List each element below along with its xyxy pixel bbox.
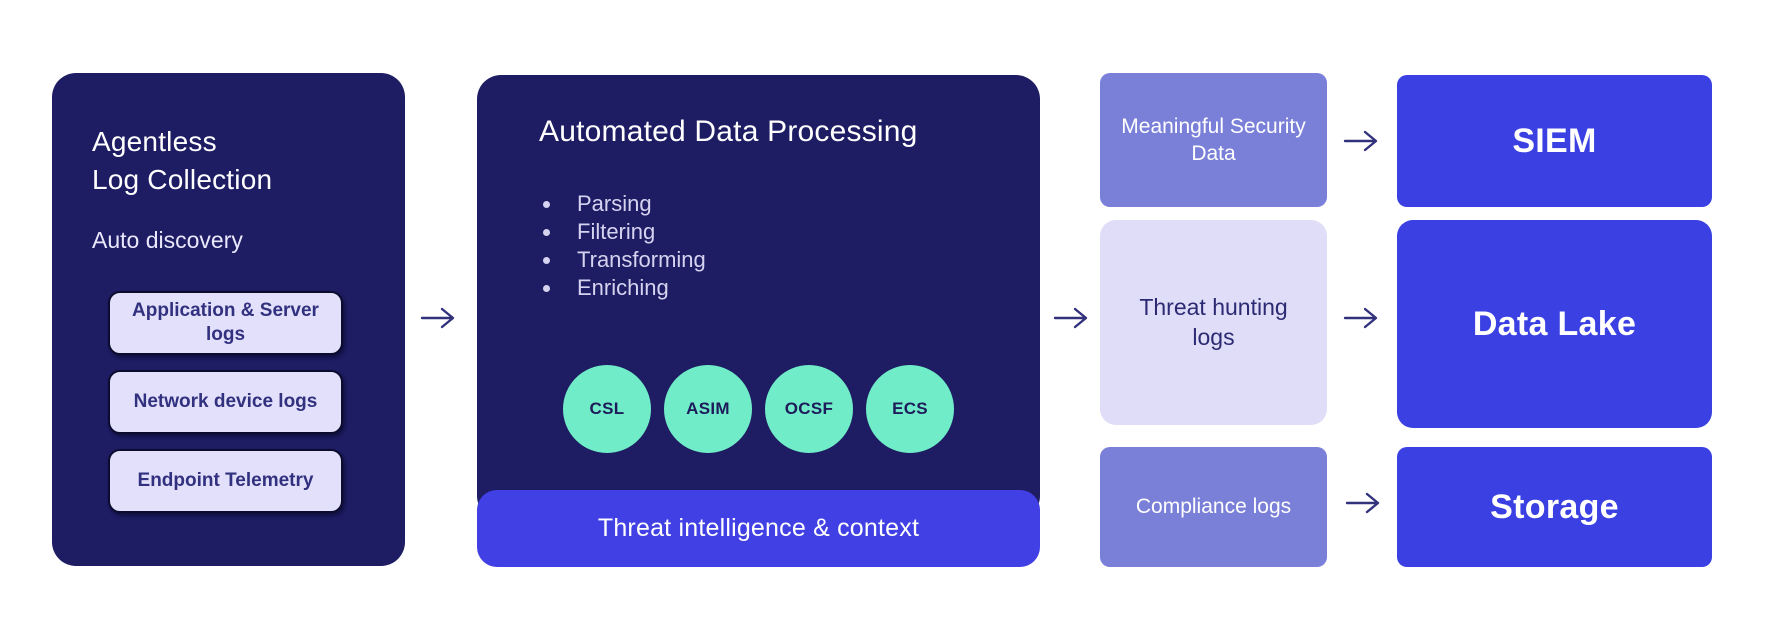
source-chip-application-server-logs: Application & Server logs [108, 291, 343, 355]
collection-title: Agentless Log Collection [92, 123, 272, 199]
schema-circle-ecs: ECS [866, 365, 954, 453]
processing-step: Enriching [543, 277, 706, 299]
bullet-dot-icon [543, 228, 550, 236]
processing-step-label: Parsing [577, 191, 652, 216]
destination-box-storage: Storage [1397, 447, 1712, 567]
destination-box-data-lake: Data Lake [1397, 220, 1712, 428]
collection-title-line2: Log Collection [92, 164, 273, 195]
destination-box-siem: SIEM [1397, 75, 1712, 207]
schema-circle-row: CSL ASIM OCSF ECS [477, 365, 1040, 453]
bullet-dot-icon [543, 284, 550, 292]
bullet-dot-icon [543, 200, 550, 208]
processing-step-list: Parsing Filtering Transforming Enriching [543, 193, 706, 299]
collection-title-line1: Agentless [92, 126, 217, 157]
agentless-log-collection-box: Agentless Log Collection Auto discovery … [52, 73, 405, 566]
threat-intelligence-banner: Threat intelligence & context [477, 490, 1040, 567]
schema-circle-csl: CSL [563, 365, 651, 453]
output-box-threat-hunting-logs: Threat hunting logs [1100, 220, 1327, 425]
schema-circle-asim: ASIM [664, 365, 752, 453]
processing-step-label: Transforming [577, 247, 706, 272]
schema-circle-ocsf: OCSF [765, 365, 853, 453]
flow-arrow-icon [420, 307, 455, 329]
processing-title: Automated Data Processing [539, 115, 918, 148]
processing-step: Parsing [543, 193, 706, 215]
automated-data-processing-box: Automated Data Processing Parsing Filter… [477, 75, 1040, 520]
automated-data-processing-group: Automated Data Processing Parsing Filter… [477, 75, 1040, 567]
processing-step-label: Filtering [577, 219, 656, 244]
flow-arrow-icon [1343, 307, 1378, 329]
flow-arrow-icon [1053, 307, 1088, 329]
output-box-meaningful-security-data: Meaningful Security Data [1100, 73, 1327, 207]
output-box-compliance-logs: Compliance logs [1100, 447, 1327, 567]
processing-step: Filtering [543, 221, 706, 243]
auto-discovery-label: Auto discovery [92, 227, 243, 253]
flow-arrow-icon [1343, 130, 1378, 152]
source-chip-network-device-logs: Network device logs [108, 370, 343, 434]
bullet-dot-icon [543, 256, 550, 264]
flow-arrow-icon [1345, 492, 1380, 514]
source-chip-endpoint-telemetry: Endpoint Telemetry [108, 449, 343, 513]
processing-step-label: Enriching [577, 275, 669, 300]
processing-step: Transforming [543, 249, 706, 271]
log-source-list: Application & Server logs Network device… [108, 291, 343, 513]
